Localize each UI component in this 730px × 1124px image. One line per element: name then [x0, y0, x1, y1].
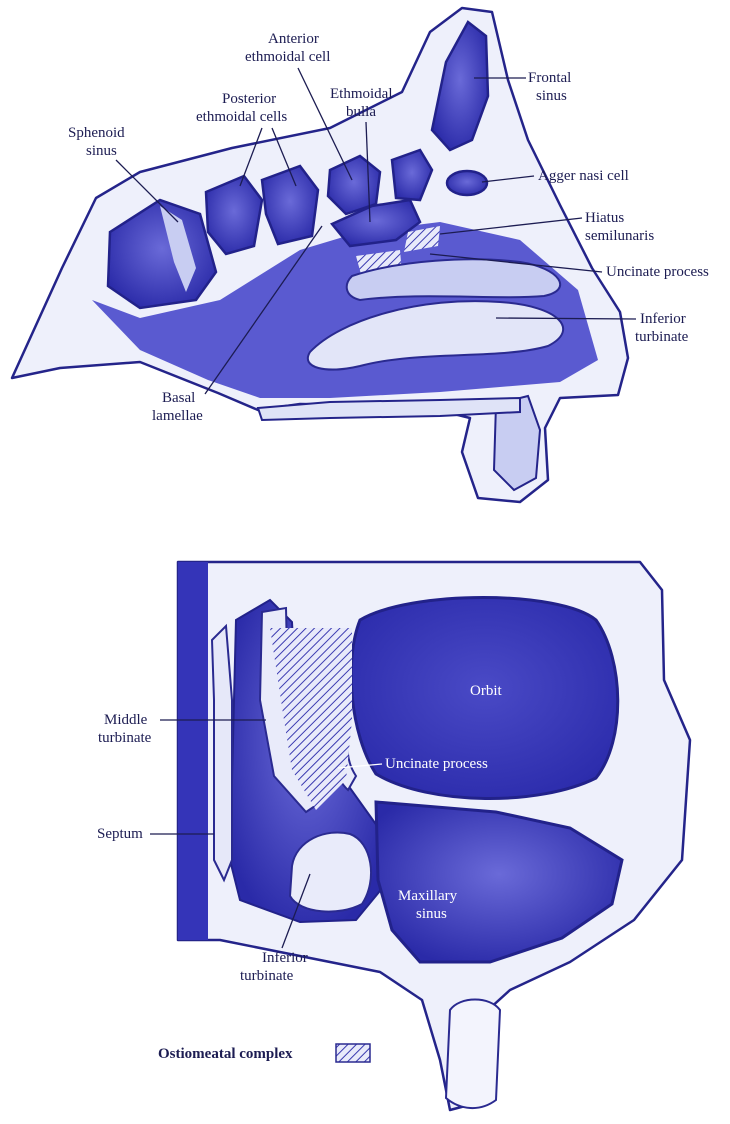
- label-posterior-ethmoidal-cells-line1: Posterior: [222, 91, 276, 107]
- label-ethmoidal-bulla-line2: bulla: [346, 104, 376, 120]
- label-inferior-turbinate-sagittal-line2: turbinate: [635, 329, 689, 345]
- label-basal-lamellae-line2: lamellae: [152, 408, 203, 424]
- legend-hatch-swatch: [336, 1044, 370, 1062]
- coronal-view: [178, 562, 690, 1110]
- label-frontal-sinus-line2: sinus: [536, 88, 567, 104]
- label-agger-nasi-cell: Agger nasi cell: [538, 168, 629, 184]
- label-basal-lamellae-line1: Basal: [162, 390, 195, 406]
- legend: Ostiomeatal complex: [158, 1044, 370, 1062]
- label-sphenoid-sinus-line1: Sphenoid: [68, 125, 125, 141]
- label-frontal-sinus-line1: Frontal: [528, 70, 571, 86]
- label-orbit: Orbit: [470, 683, 502, 699]
- label-uncinate-process-sagittal: Uncinate process: [606, 264, 709, 280]
- label-hiatus-semilunaris-line1: Hiatus: [585, 210, 624, 226]
- label-inferior-turbinate-coronal-line1: Inferior: [262, 950, 308, 966]
- label-septum: Septum: [97, 826, 143, 842]
- label-anterior-ethmoidal-cell-line2: ethmoidal cell: [245, 49, 330, 65]
- label-middle-turbinate-line2: turbinate: [98, 730, 152, 746]
- left-nasal-strip: [178, 562, 208, 940]
- tooth: [446, 1000, 500, 1109]
- septum-bone: [212, 626, 232, 880]
- label-inferior-turbinate-sagittal-line1: Inferior: [640, 311, 686, 327]
- label-posterior-ethmoidal-cells-line2: ethmoidal cells: [196, 109, 287, 125]
- label-maxillary-sinus-line2: sinus: [416, 906, 447, 922]
- label-maxillary-sinus-line1: Maxillary: [398, 888, 458, 904]
- label-uncinate-process-coronal: Uncinate process: [385, 756, 488, 772]
- label-ethmoidal-bulla-line1: Ethmoidal: [330, 86, 393, 102]
- label-inferior-turbinate-coronal-line2: turbinate: [240, 968, 294, 984]
- label-sphenoid-sinus-line2: sinus: [86, 143, 117, 159]
- label-hiatus-semilunaris-line2: semilunaris: [585, 228, 654, 244]
- agger-nasi-cell: [447, 171, 487, 195]
- label-anterior-ethmoidal-cell-line1: Anterior: [268, 31, 319, 47]
- legend-ostiomeatal-complex-label: Ostiomeatal complex: [158, 1046, 293, 1062]
- label-middle-turbinate-line1: Middle: [104, 712, 148, 728]
